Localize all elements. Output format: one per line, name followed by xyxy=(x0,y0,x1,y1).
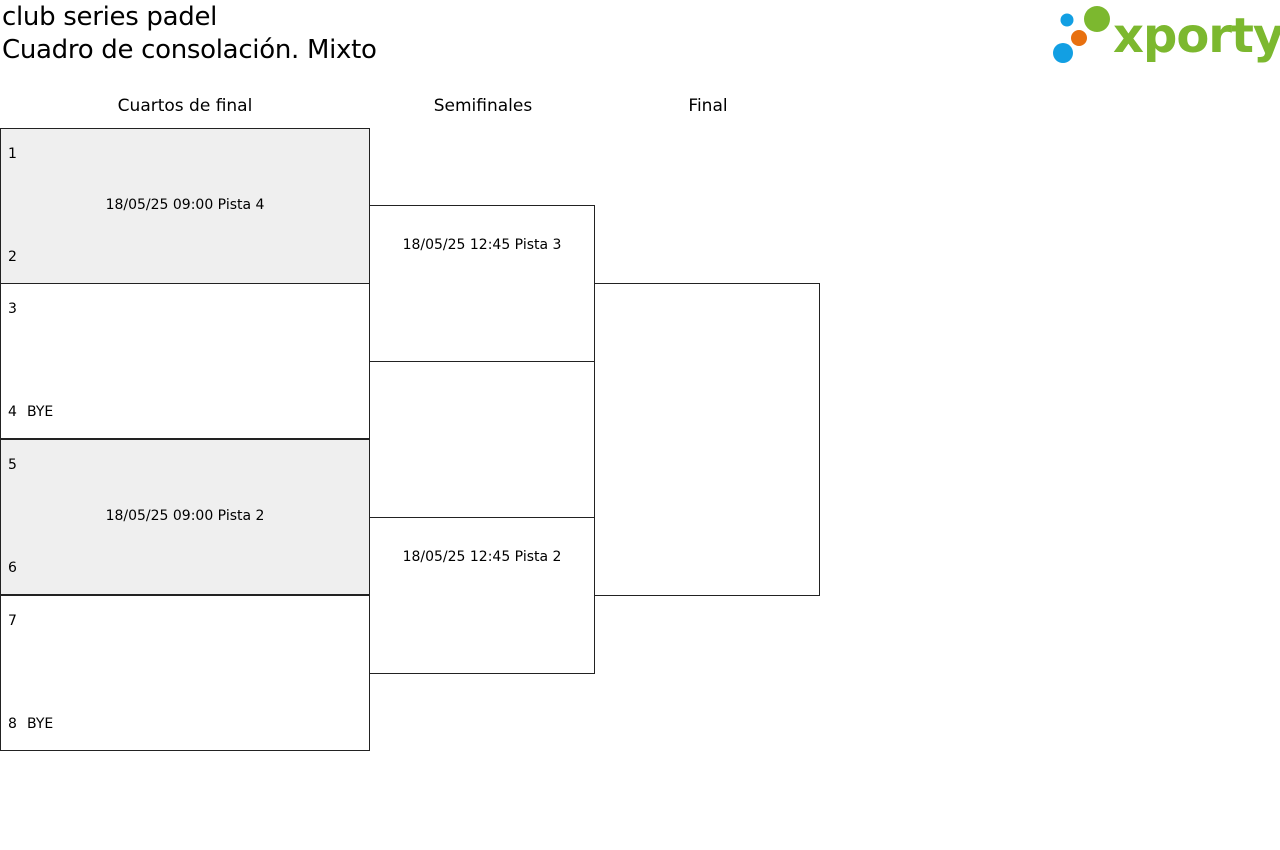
team-name: BYE xyxy=(27,404,54,420)
final-match[interactable] xyxy=(594,283,820,596)
tournament-title: club series padel xyxy=(2,2,218,32)
logo-text: xporty xyxy=(1113,8,1280,64)
seed-number: 5 xyxy=(8,457,17,473)
semifinal-match-2[interactable]: 18/05/25 12:45 Pista 2 xyxy=(369,517,595,674)
seed-number: 2 xyxy=(8,249,17,265)
round-header-quarterfinals: Cuartos de final xyxy=(117,96,253,116)
team-name: BYE xyxy=(27,716,54,732)
quarterfinal-match-3[interactable]: 5 18/05/25 09:00 Pista 2 6 xyxy=(0,439,370,595)
quarterfinal-match-1[interactable]: 1 18/05/25 09:00 Pista 4 2 xyxy=(0,128,370,284)
match-schedule: 18/05/25 12:45 Pista 3 xyxy=(402,237,562,253)
seed-number: 3 xyxy=(8,301,17,317)
match-schedule: 18/05/25 09:00 Pista 2 xyxy=(105,508,265,524)
logo-dots-icon xyxy=(1053,6,1110,63)
round-header-final: Final xyxy=(688,96,728,116)
match-schedule: 18/05/25 09:00 Pista 4 xyxy=(105,197,265,213)
draw-title: Cuadro de consolación. Mixto xyxy=(2,35,377,65)
seed-number: 4 xyxy=(8,404,17,420)
match-schedule: 18/05/25 12:45 Pista 2 xyxy=(402,549,562,565)
semifinal-match-1[interactable]: 18/05/25 12:45 Pista 3 xyxy=(369,205,595,362)
seed-number: 6 xyxy=(8,560,17,576)
round-header-semifinals: Semifinales xyxy=(433,96,533,116)
xporty-logo: xporty xyxy=(1050,4,1280,68)
seed-number: 7 xyxy=(8,613,17,629)
seed-number: 1 xyxy=(8,146,17,162)
quarterfinal-match-4[interactable]: 7 8 BYE xyxy=(0,595,370,751)
quarterfinal-match-2[interactable]: 3 4 BYE xyxy=(0,283,370,439)
seed-number: 8 xyxy=(8,716,17,732)
